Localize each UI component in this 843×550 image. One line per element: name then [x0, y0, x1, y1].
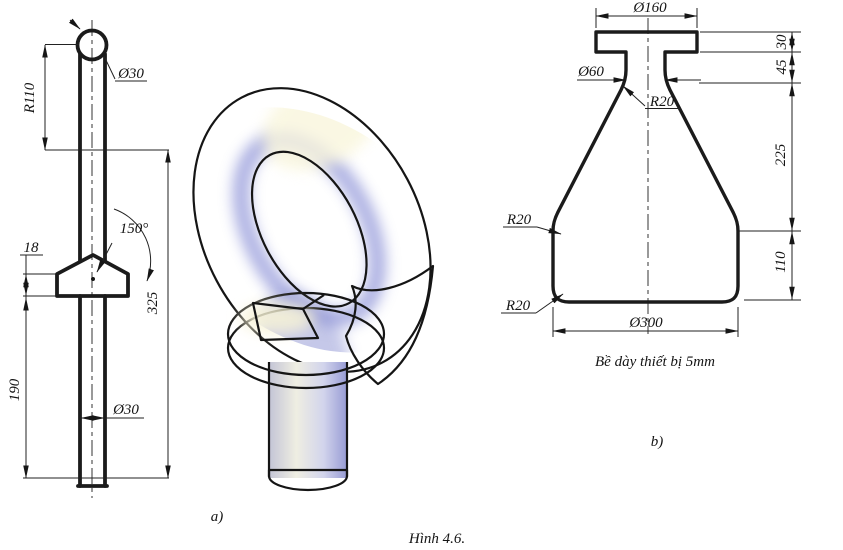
dim-length-lower: 190 [7, 297, 169, 479]
ring-hole [250, 150, 368, 308]
dim-chain-right: 30 45 225 110 [699, 31, 801, 301]
dim-eye-section-diameter: Ø30 [103, 55, 147, 82]
dim-flange-diameter-label: Ø160 [632, 0, 667, 16]
dim-base-height-label: 110 [773, 251, 789, 273]
shank-outline-a [76, 52, 109, 488]
dim-base-diameter-label: Ø300 [628, 315, 663, 331]
collar-center-dot [91, 277, 95, 281]
dim-fillet-neck-label: R20 [649, 94, 675, 110]
dim-neck-diameter: Ø60 [577, 64, 701, 83]
collar-top [226, 291, 386, 377]
ring-front-limb [344, 264, 435, 386]
dim-length-total: 325 [145, 149, 171, 479]
dim-shank-diameter-label: Ø30 [112, 402, 139, 418]
dim-fillet-neck: R20 [622, 85, 680, 110]
dim-fillet-side: R20 [503, 212, 562, 235]
figure-caption: Hình 4.6. [408, 531, 465, 547]
drawing-a: R110 18 190 325 150° Ø30 [7, 18, 224, 525]
dim-neck-height-label: 45 [774, 59, 790, 75]
shank-bottom-cap [267, 468, 349, 492]
thickness-note: Bề dày thiết bị 5mm [595, 354, 715, 370]
dim-length-total-label: 325 [145, 291, 161, 315]
dim-cone-angle: 150° [96, 208, 154, 282]
dim-neck-diameter-label: Ø60 [577, 64, 604, 80]
collar-facet-cut [251, 294, 325, 342]
eyebolt-3d-render [192, 76, 435, 492]
dim-flange-thickness-label: 30 [774, 34, 790, 51]
dim-cone-angle-label: 150° [120, 221, 149, 237]
dim-collar-rim-height-label: 18 [24, 240, 40, 256]
funnel-outline [551, 30, 740, 304]
dim-fillet-bottom: R20 [501, 293, 564, 314]
dim-eye-section-diameter-label: Ø30 [117, 66, 144, 82]
dim-length-lower-label: 190 [7, 378, 23, 401]
eye-leader-arrow [68, 18, 81, 30]
dim-shank-diameter: Ø30 [80, 402, 144, 421]
dim-fillet-side-label: R20 [506, 212, 532, 228]
dim-flange-diameter: Ø160 [595, 0, 698, 28]
dim-cone-height-label: 225 [773, 143, 789, 166]
dim-collar-rim-height: 18 [20, 240, 56, 312]
drawing-b: Ø160 Ø60 R20 R20 R20 Ø300 [501, 0, 801, 450]
ring-outer-surface [192, 87, 432, 373]
part-b-label: b) [651, 434, 664, 450]
dim-eye-radius-label: R110 [22, 82, 38, 114]
dim-base-diameter: Ø300 [552, 307, 739, 337]
angle-arc [113, 208, 154, 282]
eye-section-circle [68, 18, 109, 62]
collar-section [55, 253, 130, 298]
dim-eye-radius: R110 [22, 44, 169, 151]
shank-cylinder [267, 362, 349, 492]
part-a-label: a) [211, 509, 224, 525]
dim-fillet-bottom-label: R20 [505, 298, 531, 314]
